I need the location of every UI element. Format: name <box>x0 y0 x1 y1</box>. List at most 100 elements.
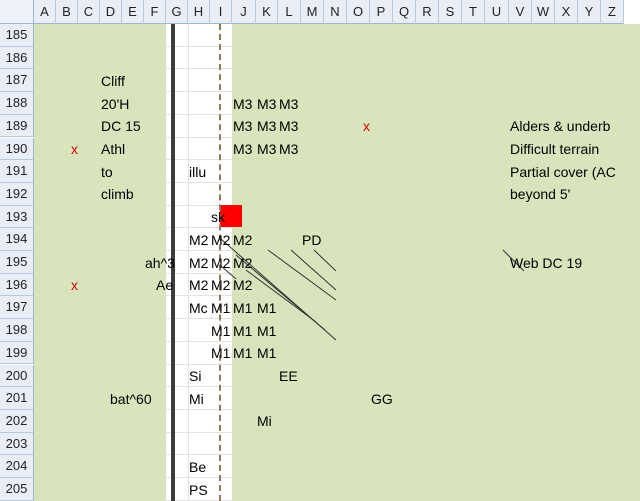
cell-I193[interactable]: sk <box>211 209 225 226</box>
cell-L188[interactable]: M3 <box>279 95 299 112</box>
cell-K189[interactable]: M3 <box>257 118 277 135</box>
cell-H195[interactable]: M2 <box>189 254 209 271</box>
row-header-204[interactable]: 204 <box>0 455 34 478</box>
cell-B190[interactable]: x <box>71 141 78 157</box>
cell-H196[interactable]: M2 <box>189 277 209 294</box>
cell-K202[interactable]: Mi <box>257 413 272 430</box>
column-header-D[interactable]: D <box>100 0 122 24</box>
row-header-187[interactable]: 187 <box>0 69 34 93</box>
cell-G195[interactable]: ah^3 <box>145 254 175 271</box>
highlighted-cell-I193[interactable] <box>220 205 242 227</box>
cell-D191[interactable]: to <box>101 163 113 180</box>
cell-H201[interactable]: Mi <box>189 390 204 407</box>
cell-H204[interactable]: Be <box>189 458 207 475</box>
row-header-199[interactable]: 199 <box>0 341 34 365</box>
select-all-corner[interactable] <box>0 0 34 24</box>
column-header-Y[interactable]: Y <box>578 0 601 24</box>
column-header-Z[interactable]: Z <box>601 0 624 24</box>
cell-V191[interactable]: Partial cover (AC <box>510 163 616 180</box>
column-header-G[interactable]: G <box>166 0 188 24</box>
column-header-R[interactable]: R <box>416 0 439 24</box>
cell-V189[interactable]: Alders & underb <box>510 118 611 135</box>
cell-I197[interactable]: M1 <box>211 299 231 316</box>
cell-I199[interactable]: M1 <box>211 345 231 362</box>
cell-P201[interactable]: GG <box>371 390 393 407</box>
column-header-N[interactable]: N <box>324 0 347 24</box>
cell-O189[interactable]: x <box>363 118 370 135</box>
cell-L189[interactable]: M3 <box>279 118 299 135</box>
column-header-C[interactable]: C <box>78 0 100 24</box>
cell-K199[interactable]: M1 <box>257 345 277 362</box>
cell-D190[interactable]: Athl <box>101 141 126 157</box>
column-header-H[interactable]: H <box>188 0 210 24</box>
column-header-K[interactable]: K <box>256 0 278 24</box>
row-header-186[interactable]: 186 <box>0 46 34 70</box>
column-header-J[interactable]: J <box>232 0 256 24</box>
cell-J197[interactable]: M1 <box>233 299 253 316</box>
cell-J189[interactable]: M3 <box>233 118 253 135</box>
row-header-188[interactable]: 188 <box>0 92 34 115</box>
cell-J199[interactable]: M1 <box>233 345 253 362</box>
cell-G196[interactable]: Ae <box>156 277 174 294</box>
cell-H191[interactable]: illu <box>189 163 207 180</box>
cell-K188[interactable]: M3 <box>257 95 277 112</box>
cell-B196[interactable]: x <box>71 277 78 294</box>
cell-H197[interactable]: Mc <box>189 299 208 316</box>
cell-J195[interactable]: M2 <box>233 254 253 271</box>
cell-H200[interactable]: Si <box>189 368 202 384</box>
row-header-201[interactable]: 201 <box>0 387 34 410</box>
cell-H205[interactable]: PS <box>189 481 208 498</box>
column-header-M[interactable]: M <box>301 0 324 24</box>
cell-D187[interactable]: Cliff <box>101 72 125 89</box>
cell-L200[interactable]: EE <box>279 368 298 384</box>
column-header-I[interactable]: I <box>210 0 232 24</box>
cell-L190[interactable]: M3 <box>279 141 299 157</box>
row-header-205[interactable]: 205 <box>0 478 34 501</box>
column-header-L[interactable]: L <box>278 0 301 24</box>
column-header-S[interactable]: S <box>439 0 462 24</box>
cell-F201[interactable]: bat^60 <box>110 390 152 407</box>
row-header-189[interactable]: 189 <box>0 114 34 138</box>
row-header-200[interactable]: 200 <box>0 364 34 388</box>
cell-K190[interactable]: M3 <box>257 141 277 157</box>
cell-J196[interactable]: M2 <box>233 277 253 294</box>
cell-J190[interactable]: M3 <box>233 141 253 157</box>
cell-I198[interactable]: M1 <box>211 322 231 339</box>
column-header-T[interactable]: T <box>462 0 485 24</box>
row-header-196[interactable]: 196 <box>0 273 34 297</box>
row-header-192[interactable]: 192 <box>0 182 34 206</box>
row-header-185[interactable]: 185 <box>0 24 34 47</box>
column-header-P[interactable]: P <box>370 0 393 24</box>
row-header-197[interactable]: 197 <box>0 296 34 320</box>
row-header-191[interactable]: 191 <box>0 160 34 183</box>
column-header-B[interactable]: B <box>56 0 78 24</box>
row-header-194[interactable]: 194 <box>0 228 34 251</box>
row-header-203[interactable]: 203 <box>0 432 34 456</box>
column-header-X[interactable]: X <box>555 0 578 24</box>
column-header-A[interactable]: A <box>34 0 56 24</box>
row-header-195[interactable]: 195 <box>0 251 34 274</box>
row-header-198[interactable]: 198 <box>0 319 34 342</box>
cell-D192[interactable]: climb <box>101 186 134 203</box>
column-header-W[interactable]: W <box>532 0 555 24</box>
cell-V192[interactable]: beyond 5' <box>510 186 571 203</box>
column-header-F[interactable]: F <box>144 0 166 24</box>
column-header-Q[interactable]: Q <box>393 0 416 24</box>
cell-I196[interactable]: M2 <box>211 277 231 294</box>
column-header-U[interactable]: U <box>485 0 509 24</box>
cell-K198[interactable]: M1 <box>257 322 277 339</box>
cell-M194[interactable]: PD <box>302 231 322 248</box>
cell-J188[interactable]: M3 <box>233 95 253 112</box>
column-header-E[interactable]: E <box>122 0 144 24</box>
cell-I195[interactable]: M2 <box>211 254 231 271</box>
column-header-V[interactable]: V <box>509 0 532 24</box>
cell-V195[interactable]: Web DC 19 <box>510 254 583 271</box>
row-header-193[interactable]: 193 <box>0 205 34 229</box>
cell-I194[interactable]: M2 <box>211 231 231 248</box>
row-header-190[interactable]: 190 <box>0 137 34 161</box>
cell-J198[interactable]: M1 <box>233 322 253 339</box>
cell-H194[interactable]: M2 <box>189 231 209 248</box>
cell-D188[interactable]: 20'H <box>101 95 130 112</box>
column-header-O[interactable]: O <box>347 0 370 24</box>
cell-V190[interactable]: Difficult terrain <box>510 141 600 157</box>
